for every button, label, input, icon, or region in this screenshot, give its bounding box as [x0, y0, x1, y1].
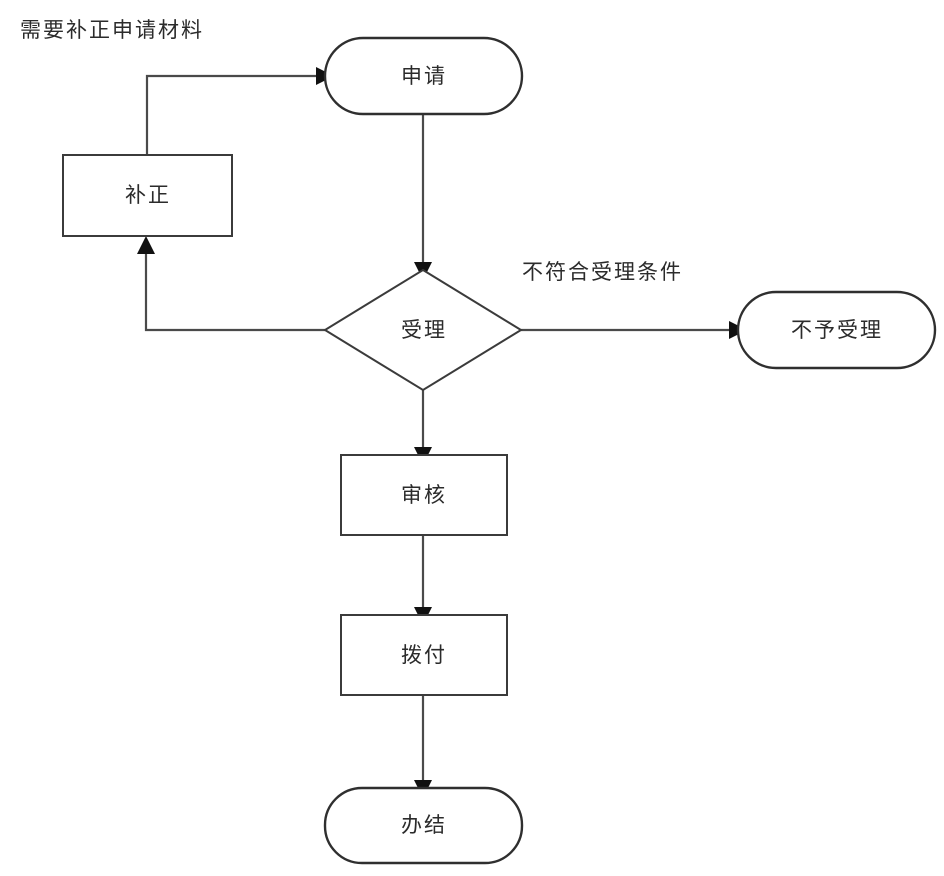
node-reject[interactable]: 不予受理 [736, 290, 937, 370]
edge-apply-to-accept [414, 114, 432, 280]
edge-accept-to-review [414, 390, 432, 465]
node-supplement-shape [62, 154, 233, 237]
edge-accept-to-reject [521, 321, 747, 339]
node-done[interactable]: 办结 [323, 786, 524, 865]
node-done-shape [323, 786, 524, 865]
node-apply-label: 申请 [401, 64, 447, 88]
arrowhead-up [137, 236, 155, 254]
edge-label-not-qualified: 不符合受理条件 [522, 260, 683, 284]
node-review[interactable]: 审核 [340, 454, 508, 536]
node-disburse-label: 拨付 [401, 643, 447, 667]
node-reject-shape [736, 290, 937, 370]
node-done-label: 办结 [401, 813, 447, 837]
edge-path [144, 254, 325, 332]
node-accept-shape [323, 268, 523, 392]
node-apply-shape [323, 36, 524, 116]
edge-supplement-to-apply [145, 67, 334, 155]
node-review-shape [340, 454, 508, 536]
node-accept[interactable]: 受理 [323, 268, 523, 392]
node-apply[interactable]: 申请 [323, 36, 524, 116]
edge-disburse-to-done [414, 695, 432, 798]
node-reject-label: 不予受理 [791, 318, 883, 342]
node-accept-label: 受理 [401, 318, 447, 342]
node-supplement[interactable]: 补正 [62, 154, 233, 237]
edge-review-to-disburse [414, 535, 432, 625]
node-disburse-shape [340, 614, 508, 696]
edge-path [145, 74, 316, 155]
node-supplement-label: 补正 [125, 183, 171, 207]
edge-label-need-supplement: 需要补正申请材料 [20, 18, 204, 42]
node-disburse[interactable]: 拨付 [340, 614, 508, 696]
edge-accept-to-supplement [137, 236, 325, 332]
node-review-label: 审核 [401, 483, 447, 507]
